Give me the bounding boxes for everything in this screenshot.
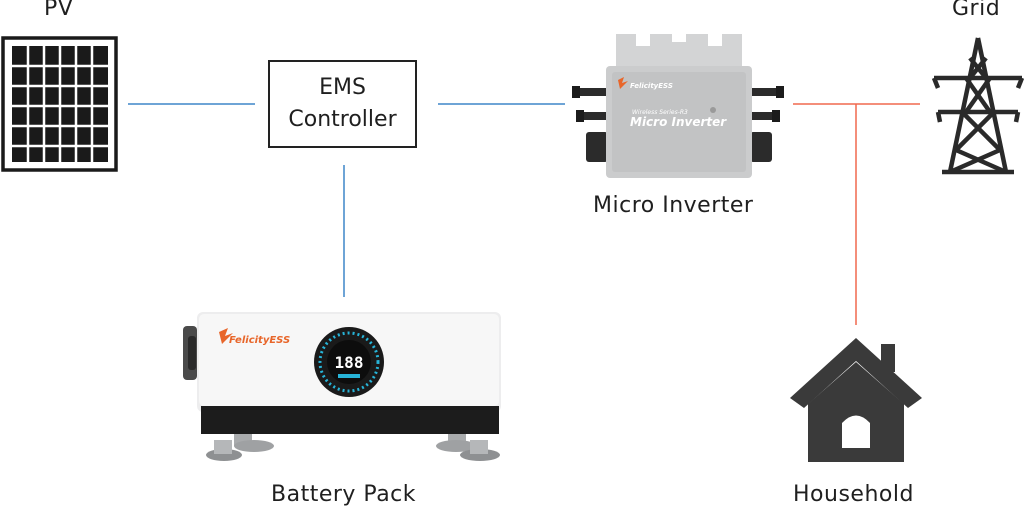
battery-pack-label: Battery Pack [271,482,417,507]
house-icon [790,338,922,462]
grid-label: Grid [952,0,1001,21]
ems-label-line2: Controller [288,107,397,132]
ems-label-line1: EMS [319,75,366,100]
inverter-model-text: Micro Inverter [630,115,727,129]
inverter-brand-text: FelicityESS [630,82,673,90]
micro-inverter-device [572,34,784,178]
household-label: Household [793,482,914,507]
solar-panel-icon [1,36,118,172]
inverter-series-text: Wireless Series-R3 [632,109,688,116]
battery-brand-text: FelicityESS [229,335,290,346]
battery-pack-device [183,312,501,461]
pv-label: PV [44,0,74,21]
micro-inverter-label: Micro Inverter [593,193,754,218]
transmission-tower-icon [931,37,1024,175]
battery-display-value: 188 [335,353,364,372]
ems-controller-box: EMS Controller [268,60,417,148]
